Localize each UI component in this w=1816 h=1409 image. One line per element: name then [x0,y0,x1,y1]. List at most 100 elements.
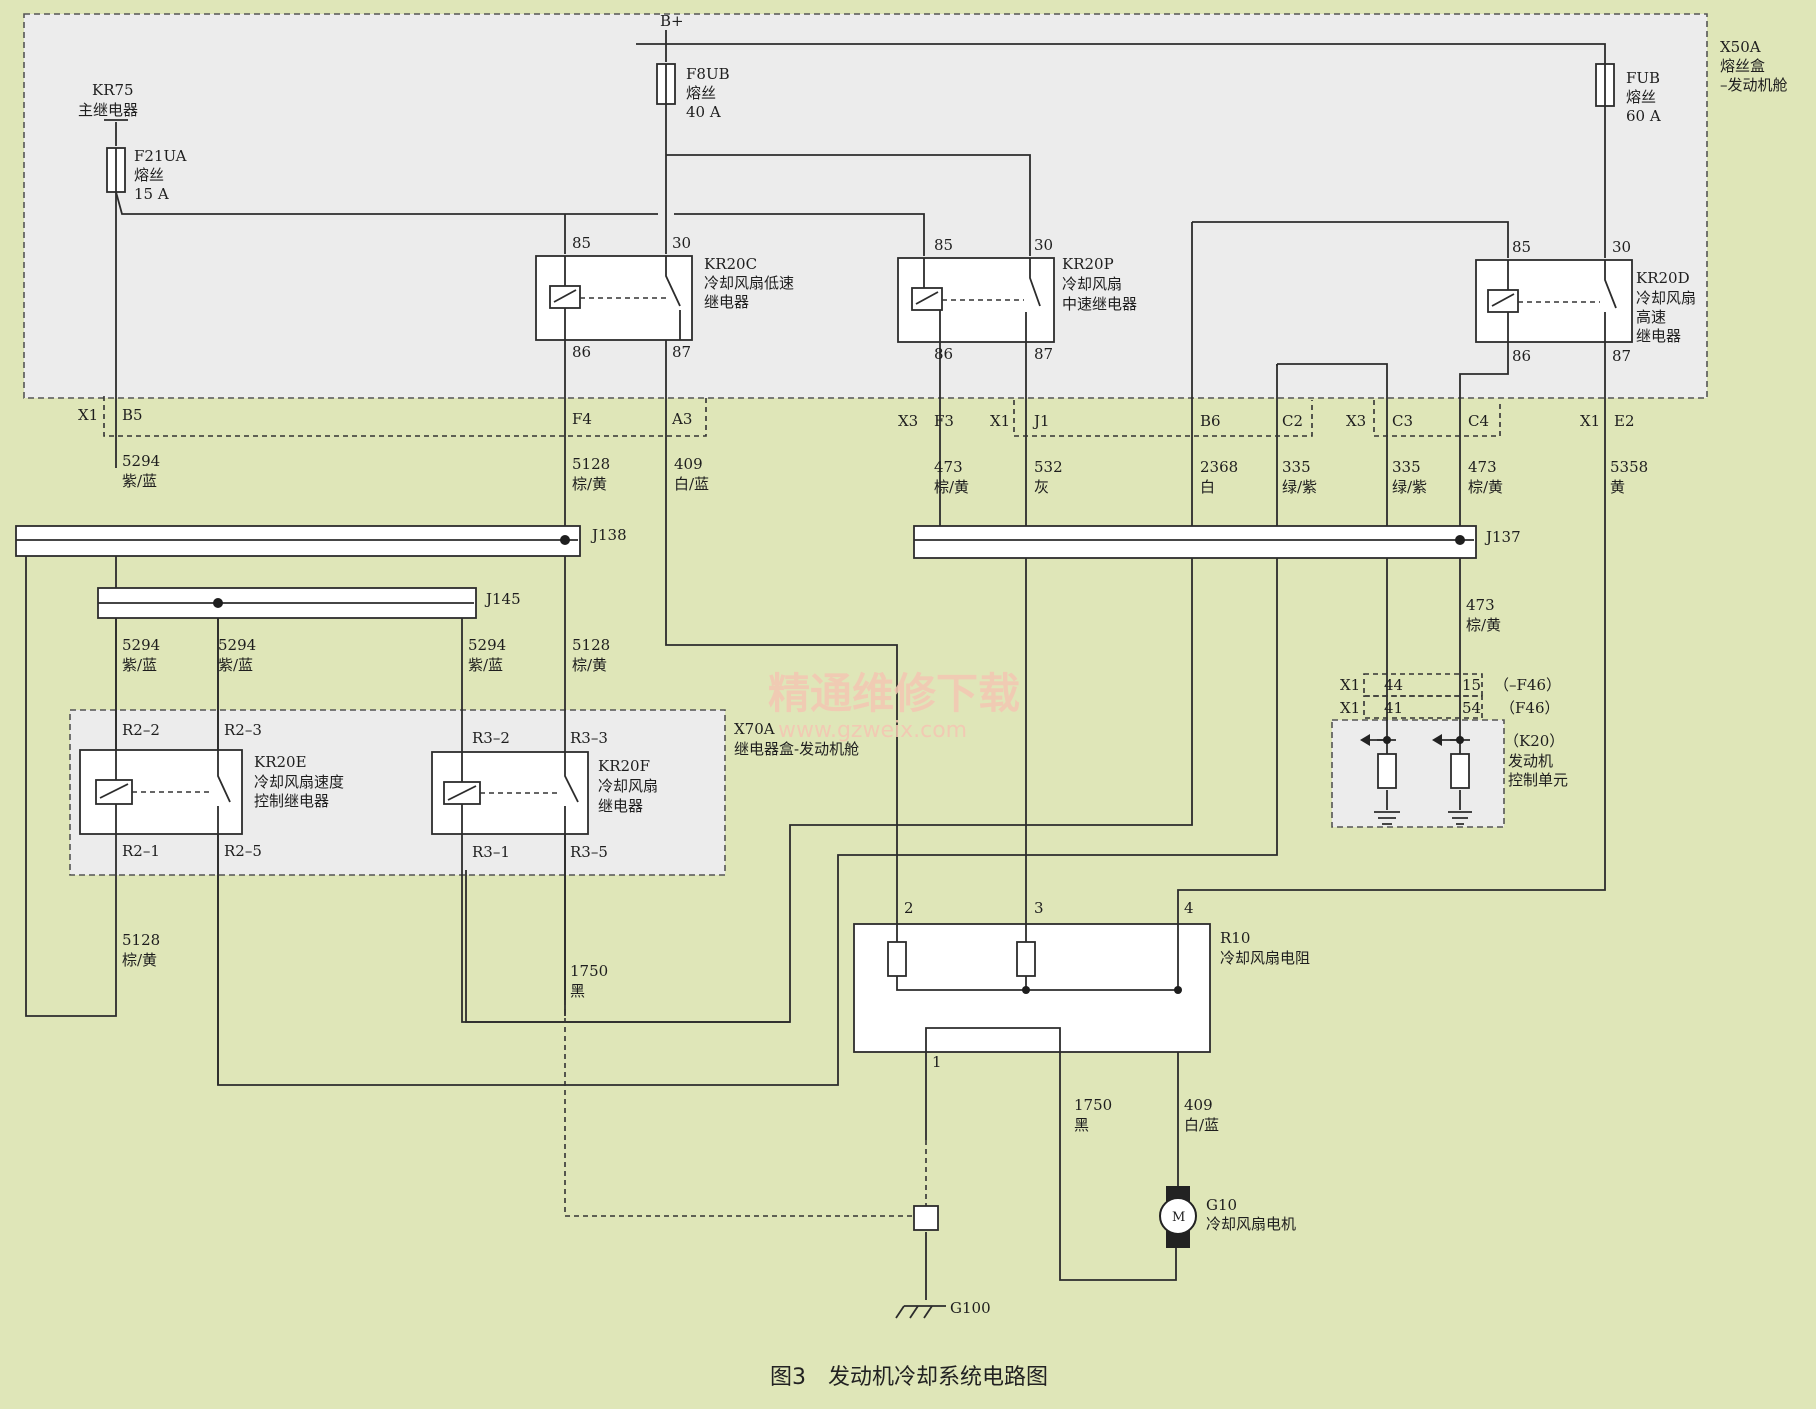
wire-1750-a-num: 1750 [570,962,608,980]
conn-x3-b: X3 [1346,412,1366,430]
conn-b6: B6 [1200,412,1221,430]
kr20d-pin-85: 85 [1512,238,1531,256]
kr20f-id: KR20F [598,757,650,775]
x70a-id: X70A [734,720,775,738]
wire-473-a-num: 473 [934,458,963,476]
wire-409-a-num: 409 [674,455,703,473]
wire-335-b-num: 335 [1392,458,1421,476]
kr20e-name-1: 冷却风扇速度 [254,773,344,791]
x70a-name: 继电器盒-发动机舱 [734,740,859,758]
splice-j145-label: J145 [484,590,521,608]
conn-a3: A3 [671,410,692,428]
kr20e-pin-r2-5: R2–5 [224,842,262,860]
kr20d-87-5358 [1177,340,1606,925]
b-plus-bus [636,43,1606,64]
relay-kr20p-symbol [897,257,1055,343]
junction-dot [1455,535,1465,545]
wire-5294-b-color: 紫/蓝 [122,656,157,674]
kr20f-pin-r3-3: R3–3 [570,729,608,747]
bus-to-kr20d-85 [1192,221,1509,258]
wire-5294-b-num: 5294 [122,636,160,654]
kr20f-pin-r3-5: R3–5 [570,843,608,861]
wire-5294-c-color: 紫/蓝 [218,656,253,674]
resistor-r10-symbol [853,923,1211,1053]
kr20d-name-2: 高速 [1636,308,1666,326]
wire-5128-c-num: 5128 [122,931,160,949]
r10-pin-2: 2 [904,899,914,917]
wire-1750-b-color: 黑 [1074,1116,1089,1134]
module-boundaries [23,13,1708,876]
kr20f-pin-r3-1: R3–1 [472,843,510,861]
conn-f4: F4 [572,410,592,428]
kr20p-name-1: 冷却风扇 [1062,275,1122,293]
relay-kr20f-symbol [431,751,589,835]
wire-409-b-color: 白/蓝 [1184,1116,1219,1134]
junction-dot [560,535,570,545]
fuse-fub-rating: 60 A [1626,107,1661,125]
wire-532-num: 532 [1034,458,1063,476]
ground-g100-symbol [895,1205,946,1319]
kr20f-pin-r3-2: R3–2 [472,729,510,747]
kr20d-pin-87: 87 [1612,347,1631,365]
connector-frames [103,396,1501,719]
fuse-f21ua-type: 熔丝 [134,166,164,184]
r10-id: R10 [1220,929,1250,947]
connector-x3-c3-c4 [1373,400,1501,437]
k20-name-2: 控制单元 [1508,771,1568,789]
conn-k20-x1-a: X1 [1340,676,1360,694]
fuse-box-x50a-boundary [23,13,1708,399]
conn-k20-44: 44 [1384,676,1403,694]
motor-g10-symbol [1159,1186,1197,1248]
conn-x1-b: X1 [990,412,1010,430]
kr75-name: 主继电器 [78,101,138,119]
kr20p-pin-85: 85 [934,236,953,254]
junction-dot [213,598,223,608]
connector-x1-j1-c2 [1013,400,1313,437]
wire-1750-dashed [564,1000,914,1217]
wire-5128-b-num: 5128 [572,636,610,654]
wire-5294-d-num: 5294 [468,636,506,654]
kr20p-pin-30: 30 [1034,236,1053,254]
wire-532-color: 灰 [1034,478,1049,496]
k20-ground-stubs [1386,790,1461,810]
wire-409-b-num: 409 [1184,1096,1213,1114]
kr20c-pin-87: 87 [672,343,691,361]
f21ua-coil-bus-a [115,191,658,215]
relay-symbols [79,255,1633,835]
conn-k20-x1-b: X1 [1340,699,1360,717]
k20-internals [1360,734,1472,825]
kr20c-pin-30: 30 [672,234,691,252]
wire-335-b-color: 绿/紫 [1392,478,1427,496]
labels: B+ X50A 熔丝盒 –发动机舱 X70A 继电器盒-发动机舱 （K20） 发… [78,12,1788,1390]
wire-473-b-num: 473 [1468,458,1497,476]
f8ub-to-kr20p-30 [666,154,1031,256]
fuse-f8ub-type: 熔丝 [686,84,716,102]
connector-x1-41-54 [1363,695,1483,719]
conn-x3-a: X3 [898,412,918,430]
x50a-name-1: 熔丝盒 [1720,57,1765,75]
x50a-id: X50A [1720,38,1761,56]
wire-5358-color: 黄 [1610,478,1625,496]
kr20c-name-1: 冷却风扇低速 [704,274,794,292]
fuse-f21ua-rating: 15 A [134,185,169,203]
kr20p-id: KR20P [1062,255,1114,273]
kr20e-id: KR20E [254,753,307,771]
k20-id: （K20） [1504,732,1564,750]
kr20f-name-2: 继电器 [598,797,643,815]
conn-k20-f46-b: （F46） [1500,699,1560,717]
fuse-fub-type: 熔丝 [1626,88,1656,106]
wire-1750-a-color: 黑 [570,982,585,1000]
kr20c-pin-86: 86 [572,343,591,361]
motor-m-symbol: M [1172,1210,1185,1225]
r10-pin-4: 4 [1184,899,1194,917]
relay-kr20e-symbol [79,749,243,835]
kr20d-id: KR20D [1636,269,1690,287]
wire-2368-num: 2368 [1200,458,1238,476]
r10-pin-3: 3 [1034,899,1044,917]
wire-2368 [465,222,1193,1023]
wire-5294-a-num: 5294 [122,452,160,470]
kr20p-name-2: 中速继电器 [1062,295,1137,313]
relay-kr20c-symbol [535,255,693,341]
fuse-f8ub-id: F8UB [686,65,730,83]
